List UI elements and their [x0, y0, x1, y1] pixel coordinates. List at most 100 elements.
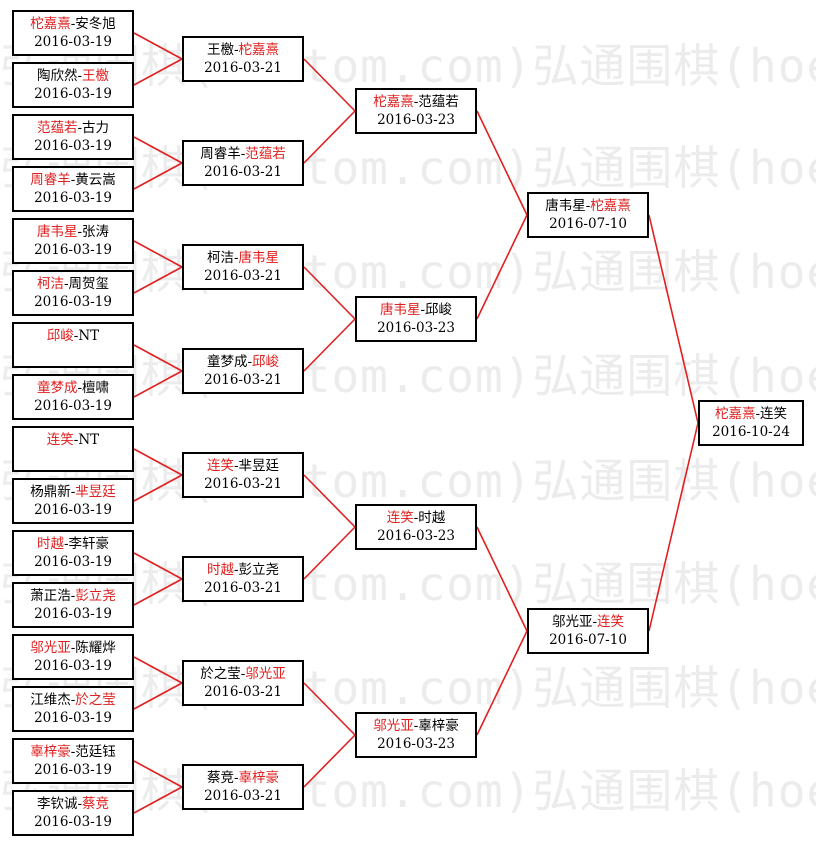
match-players: 柯洁-周贺玺 — [37, 275, 109, 293]
match-players: 柁嘉熹-安冬旭 — [30, 15, 116, 33]
bracket-connector — [133, 448, 183, 476]
player-separator: - — [240, 146, 246, 162]
match-players: 童梦成-檀啸 — [37, 379, 109, 397]
match-players: 连笑-时越 — [387, 509, 446, 527]
player-separator: - — [70, 16, 76, 32]
match-date: 2016-03-19 — [34, 138, 112, 154]
bracket-connector — [648, 422, 699, 632]
player-separator: - — [233, 458, 239, 474]
match-date: 2016-03-23 — [377, 528, 455, 544]
bracket-connector — [303, 110, 356, 164]
bracket-connector — [133, 682, 183, 710]
player-name: 辜梓豪 — [238, 770, 280, 786]
match-date: 2016-03-19 — [34, 762, 112, 778]
player-name: 柁嘉熹 — [590, 198, 631, 214]
player-name: 唐韦星 — [238, 250, 280, 266]
match-players: 辜梓豪-范廷钰 — [30, 743, 116, 761]
bracket-connector — [133, 760, 183, 788]
player-separator: - — [73, 328, 79, 344]
player-name: 连笑 — [597, 614, 625, 630]
match-date: 2016-03-19 — [34, 606, 112, 622]
player-name: 柁嘉熹 — [238, 42, 280, 58]
player-name: 时越 — [36, 536, 64, 552]
match-box: 邱峻-NT — [12, 322, 134, 368]
bracket-connector — [476, 110, 528, 216]
match-players: 唐韦星-柁嘉熹 — [545, 197, 631, 215]
player-name: 邬光亚 — [30, 640, 71, 656]
player-separator: - — [233, 42, 239, 58]
player-separator: - — [77, 68, 83, 84]
player-name: 檀啸 — [82, 380, 110, 396]
bracket-connector — [133, 552, 183, 580]
player-name: 陈耀烨 — [75, 640, 116, 656]
player-separator: - — [63, 276, 69, 292]
match-players: 邬光亚-连笑 — [552, 613, 624, 631]
player-name: 萧正浩 — [30, 588, 71, 604]
player-name: 范蕴若 — [418, 94, 459, 110]
match-box: 连笑-NT — [12, 426, 134, 472]
player-name: 周睿羊 — [200, 146, 241, 162]
bracket-connector — [133, 240, 183, 268]
player-separator: - — [77, 224, 83, 240]
match-date: 2016-03-19 — [34, 190, 112, 206]
match-date: 2016-03-19 — [34, 502, 112, 518]
player-name: 时越 — [418, 510, 446, 526]
player-name: 柯洁 — [36, 276, 64, 292]
bracket-connector — [133, 474, 183, 502]
player-name: 邱峻 — [46, 328, 74, 344]
player-separator: - — [233, 250, 239, 266]
player-separator: - — [585, 198, 591, 214]
player-name: 陶欣然 — [36, 68, 78, 84]
match-players: 连笑-NT — [47, 431, 99, 449]
match-date: 2016-03-21 — [204, 788, 282, 804]
match-date: 2016-03-23 — [377, 736, 455, 752]
player-name: 芈昱廷 — [238, 458, 280, 474]
player-separator: - — [63, 536, 69, 552]
player-separator: - — [247, 354, 253, 370]
player-name: 连笑 — [760, 406, 788, 422]
bracket-connector — [133, 32, 183, 60]
player-name: 芈昱廷 — [75, 484, 116, 500]
player-name: 邱峻 — [252, 354, 280, 370]
player-name: NT — [78, 432, 100, 448]
player-separator: - — [70, 172, 76, 188]
player-name: 范蕴若 — [36, 120, 78, 136]
match-date: 2016-03-19 — [34, 34, 112, 50]
player-separator: - — [755, 406, 761, 422]
bracket-connector — [133, 266, 183, 294]
player-name: 范廷钰 — [75, 744, 116, 760]
player-name: 江维杰 — [30, 692, 71, 708]
player-name: 王檄 — [206, 42, 234, 58]
match-date: 2016-07-10 — [549, 632, 627, 648]
player-name: 周贺玺 — [68, 276, 110, 292]
match-date: 2016-03-19 — [34, 86, 112, 102]
match-players: 杨鼎新-芈昱廷 — [30, 483, 116, 501]
match-players: 邬光亚-陈耀烨 — [30, 639, 116, 657]
bracket-connector — [648, 214, 699, 424]
match-players: 陶欣然-王檄 — [37, 67, 109, 85]
player-name: 唐韦星 — [379, 302, 421, 318]
bracket-connector — [303, 58, 356, 112]
player-name: 彭立尧 — [238, 562, 280, 578]
player-name: 蔡竞 — [206, 770, 234, 786]
player-separator: - — [70, 692, 76, 708]
match-players: 柯洁-唐韦星 — [207, 249, 279, 267]
bracket-connector — [303, 266, 356, 320]
player-name: 邬光亚 — [245, 666, 286, 682]
player-name: 彭立尧 — [75, 588, 116, 604]
player-name: 连笑 — [46, 432, 74, 448]
player-name: 张涛 — [82, 224, 110, 240]
bracket-connector — [303, 734, 356, 788]
